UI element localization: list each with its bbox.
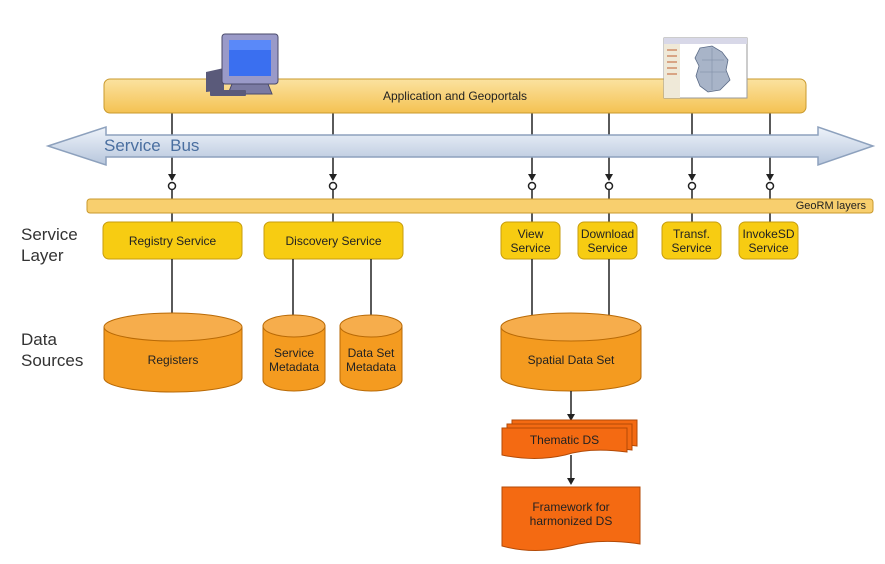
service-bus-label: Service Bus (104, 136, 200, 155)
invokesd-service-box: InvokeSD Service (742, 226, 795, 255)
georm-layers-shape (86, 198, 874, 214)
service-layer-label-line2: Layer (21, 246, 64, 265)
framework-document-shape (501, 486, 641, 551)
interface-circles (167, 181, 775, 191)
georm-layers-label: GeoRM layers (795, 200, 866, 212)
service-to-data-lines (171, 259, 610, 325)
discovery-service-box: Discovery Service (285, 233, 382, 248)
registry-service-box: Registry Service (128, 233, 217, 248)
thematic-ds-document-shape (501, 419, 638, 459)
data-sources-label-line1: Data (21, 330, 57, 349)
transf-service-box: Transf. Service (671, 226, 712, 255)
cylinder-service-metadata (262, 314, 326, 392)
cylinder-registers (103, 312, 243, 393)
service-bus-arrow (45, 125, 876, 167)
service-box-shapes (102, 221, 799, 260)
service-metadata-datasource: Service Metadata (268, 346, 320, 374)
application-bar-label: Application and Geoportals (382, 89, 528, 103)
service-layer-label-line1: Service (21, 225, 78, 244)
bus-interface-points (168, 174, 774, 181)
data-set-metadata-datasource: Data Set Metadata (345, 346, 397, 374)
view-service-box: View Service (510, 226, 551, 255)
thematic-ds-document: Thematic DS (529, 433, 600, 447)
data-sources-label: Data Sources (21, 329, 83, 371)
map-thumbnail-icon (663, 37, 748, 99)
download-service-box: Download Service (580, 226, 635, 255)
framework-harmonized-ds-document: Framework for harmonized DS (529, 500, 613, 528)
spatial-data-set-datasource: Spatial Data Set (527, 353, 615, 367)
document-arrows (567, 391, 575, 485)
application-bar-shape (103, 78, 807, 114)
cylinder-spatial-data-set (500, 312, 642, 392)
registers-datasource: Registers (147, 353, 199, 367)
service-layer-label: Service Layer (21, 224, 78, 266)
computer-monitor-icon (206, 33, 279, 96)
cylinder-data-set-metadata (339, 314, 403, 392)
data-sources-label-line2: Sources (21, 351, 84, 370)
